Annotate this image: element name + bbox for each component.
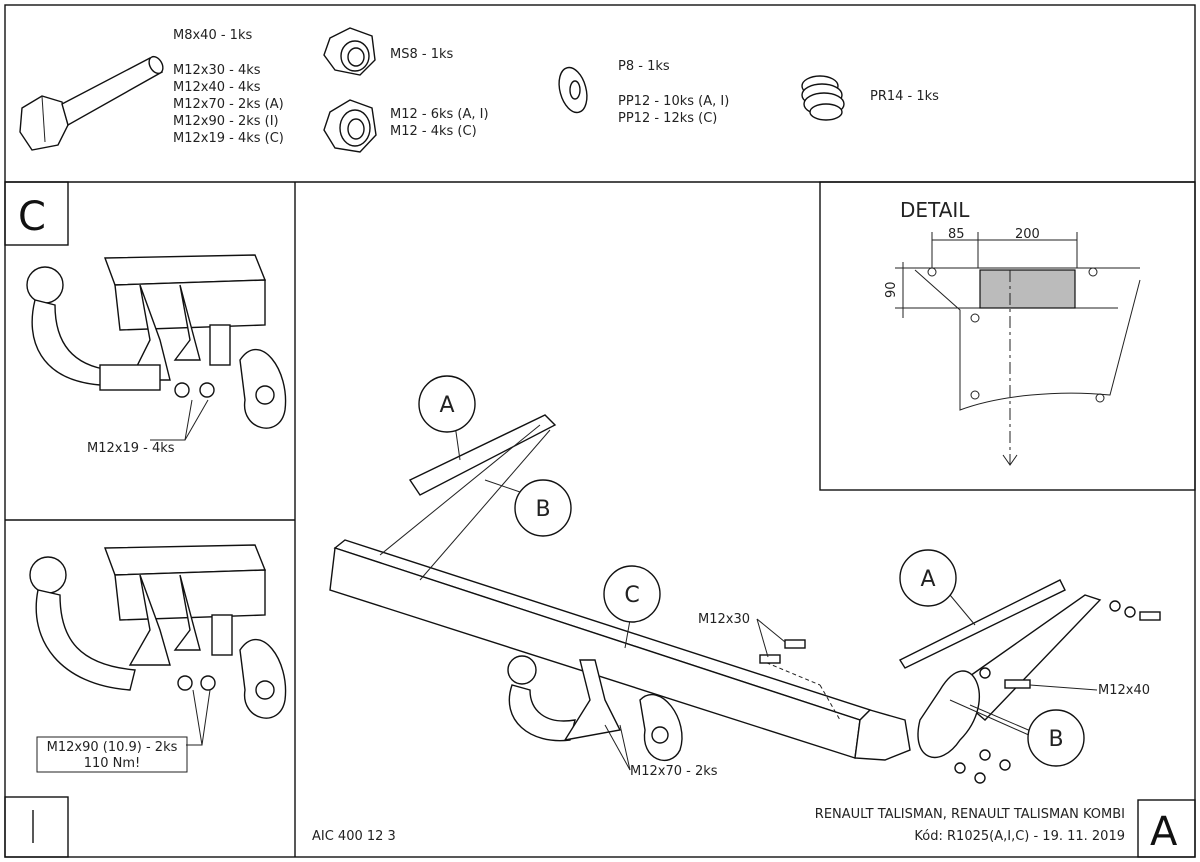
part-label: MS8 - 1ks (390, 47, 453, 62)
part-label: M12x30 - 4ks (173, 63, 261, 78)
bolt-icon (19, 55, 164, 151)
towbar-i-illustration (29, 544, 287, 746)
callout: M12x40 (1098, 683, 1150, 698)
callout: M12x19 - 4ks (87, 441, 175, 456)
callout: M12x90 (10.9) - 2ks (47, 740, 178, 755)
dimension-label: 85 (948, 227, 965, 242)
balloon-label: A (920, 567, 935, 592)
dimension-label: 90 (884, 281, 899, 298)
vehicle-name: RENAULT TALISMAN, RENAULT TALISMAN KOMBI (815, 807, 1125, 822)
kod-date: Kód: R1025(A,I,C) - 19. 11. 2019 (914, 829, 1125, 844)
part-label: PR14 - 1ks (870, 89, 939, 104)
part-label: M12 - 4ks (C) (390, 124, 477, 139)
balloons: A B C A B (418, 375, 1085, 767)
part-label: M12 - 6ks (A, I) (390, 107, 489, 122)
part-label: M12x90 - 2ks (I) (173, 114, 279, 129)
part-label: M12x70 - 2ks (A) (173, 97, 284, 112)
part-label: PP12 - 10ks (A, I) (618, 94, 729, 109)
drawing-code: AIC 400 12 3 (312, 829, 396, 844)
spring-washer-icon (801, 75, 845, 121)
callout: M12x70 - 2ks (630, 764, 718, 779)
panel-label-box (4, 181, 69, 246)
washer-icon (558, 66, 588, 114)
detail-box (819, 181, 1196, 491)
part-label: M8x40 - 1ks (173, 28, 252, 43)
part-label: PP12 - 12ks (C) (618, 111, 717, 126)
callout-box (36, 736, 188, 773)
balloon-label: A (439, 393, 454, 418)
part-label: M12x40 - 4ks (173, 80, 261, 95)
balloon-label: C (624, 583, 639, 608)
balloon-label: B (1048, 727, 1063, 752)
panel-label: C (18, 194, 46, 240)
towbar-c-illustration (26, 254, 287, 441)
lock-nut-icon (323, 27, 376, 76)
detail-title: DETAIL (900, 198, 970, 222)
dimension-label: 200 (1015, 227, 1040, 242)
detail-drawing (895, 232, 1141, 466)
panel-label-box (1137, 799, 1196, 858)
part-label: P8 - 1ks (618, 59, 670, 74)
callout: M12x30 (698, 612, 750, 627)
callout-torque: 110 Nm! (84, 756, 141, 771)
nut-icon (323, 99, 377, 153)
panel-label-box (4, 796, 69, 858)
panel-label: A (1150, 809, 1178, 855)
balloon-label: B (535, 497, 550, 522)
hatched-area (979, 269, 1076, 309)
towbar-assembly-illustration (329, 414, 1161, 784)
parts-bolt-labels: M8x40 - 1ks M12x30 - 4ks M12x40 - 4ks M1… (173, 28, 284, 146)
part-label: M12x19 - 4ks (C) (173, 131, 284, 146)
